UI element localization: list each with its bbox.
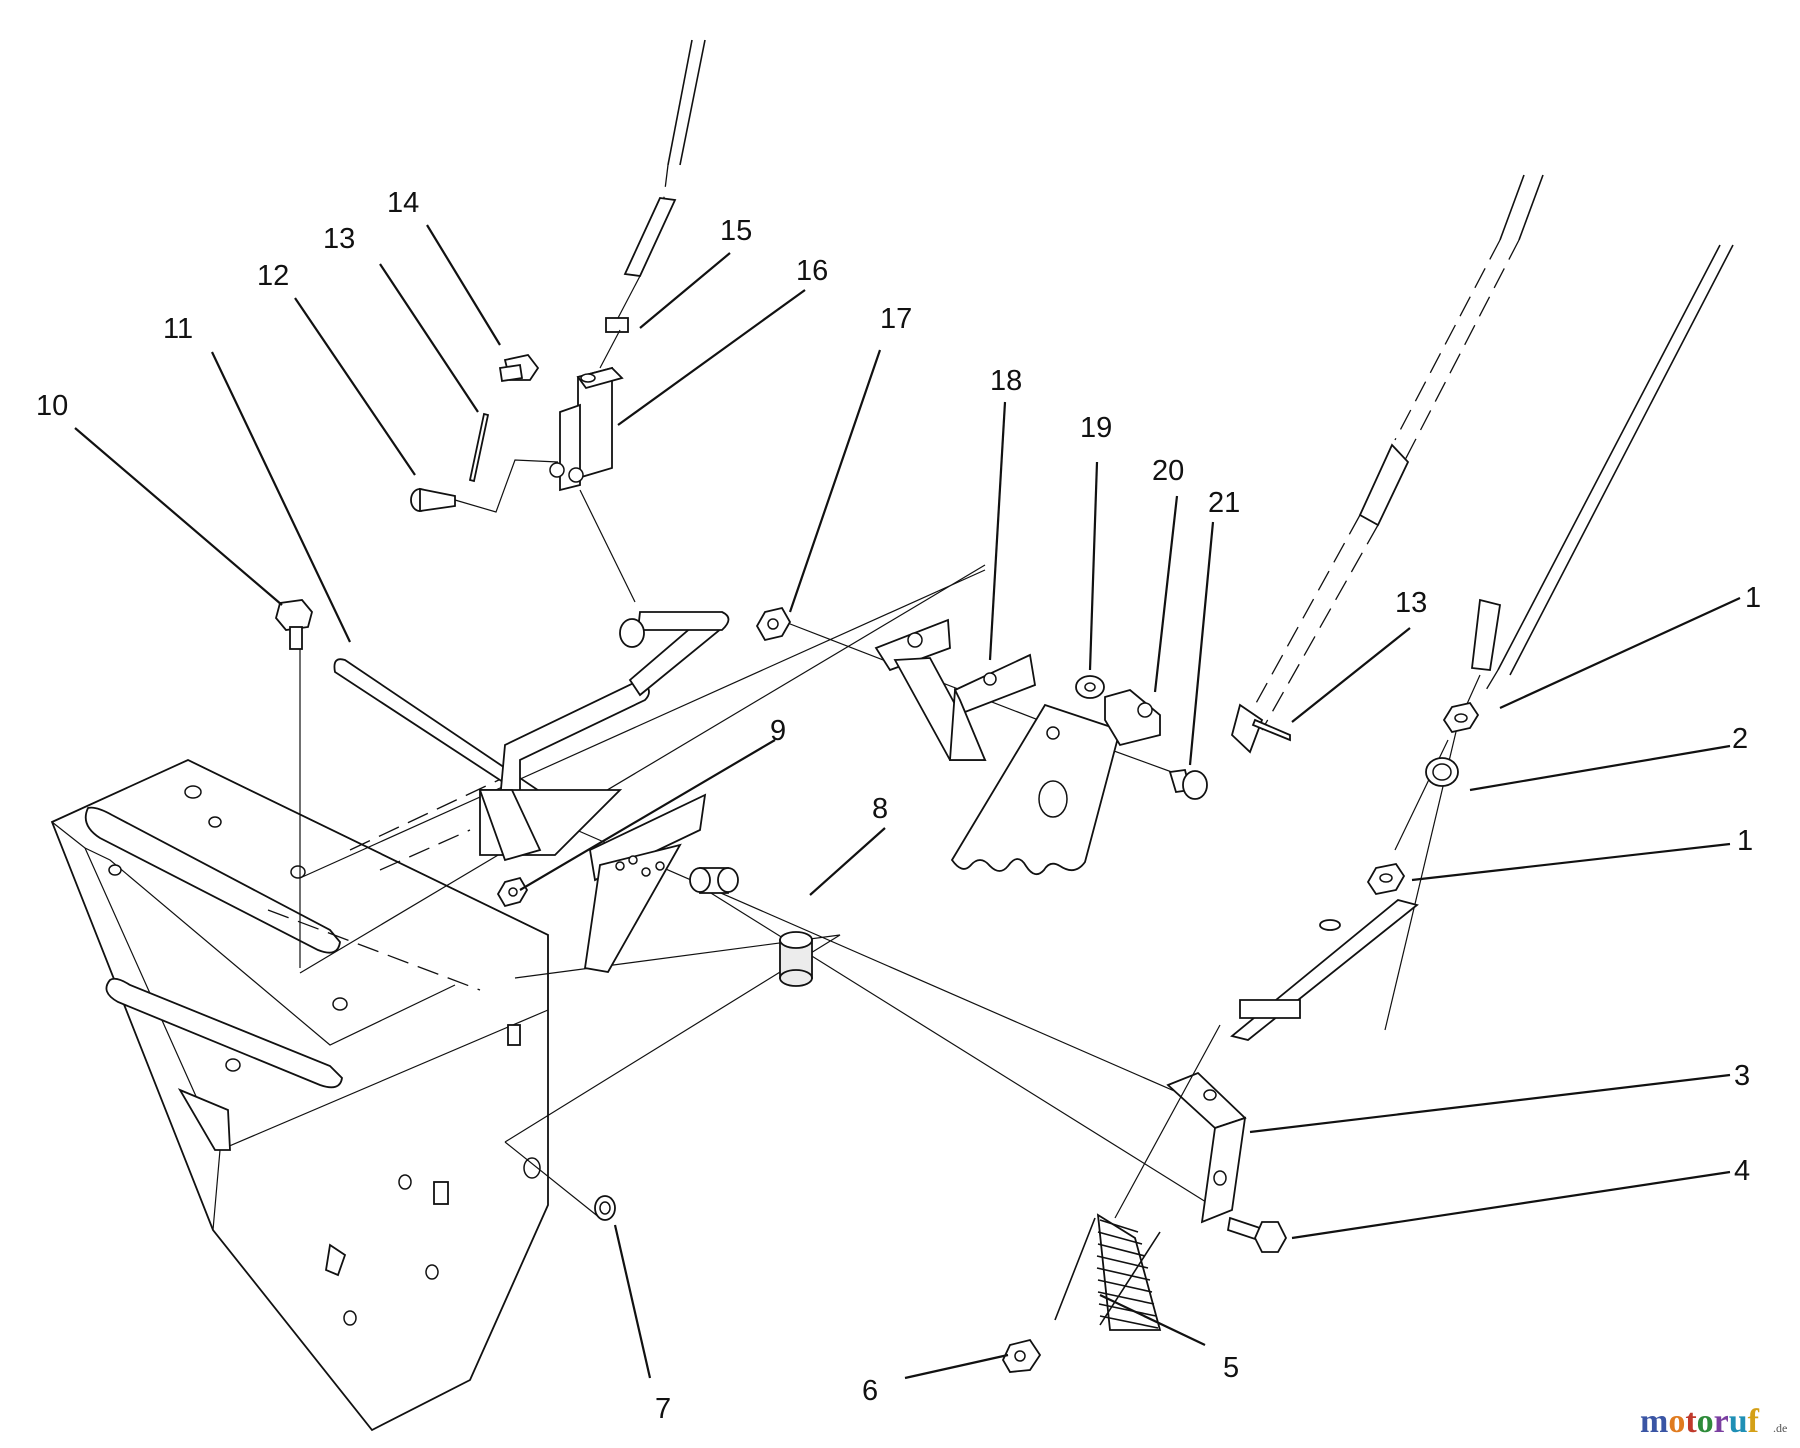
callout-4: 4 — [1734, 1155, 1750, 1187]
logo-letter-t: t — [1685, 1403, 1697, 1440]
callout-13a: 13 — [323, 223, 355, 255]
logo-letter-f: f — [1748, 1403, 1760, 1440]
nut-9 — [496, 876, 529, 908]
svg-text:motoruf: motoruf — [1640, 1403, 1760, 1440]
callout-6: 6 — [862, 1375, 878, 1407]
callout-19: 19 — [1080, 412, 1112, 444]
pin-12 — [410, 487, 456, 513]
grommet-2 — [1425, 757, 1459, 787]
logo-letter-u: u — [1729, 1403, 1748, 1440]
callout-2: 2 — [1732, 723, 1748, 755]
cotter-pin-13 — [468, 412, 490, 483]
nut-1-lower — [1366, 862, 1406, 896]
nut-15 — [605, 317, 629, 333]
callout-leaders — [74, 224, 1741, 1380]
callout-16: 16 — [796, 255, 828, 287]
callout-7: 7 — [655, 1393, 671, 1425]
control-cable-upper — [599, 39, 706, 369]
callout-1b: 1 — [1737, 825, 1753, 857]
control-cable-right — [1230, 244, 1734, 1041]
rod-clip — [1319, 919, 1341, 931]
spring-5 — [1054, 1024, 1221, 1331]
cotter-pin-13-right — [1251, 718, 1291, 742]
detent-plate-20 — [950, 689, 1161, 876]
bushing-21 — [1168, 769, 1208, 800]
frame-panel — [50, 759, 549, 1432]
callout-8: 8 — [872, 793, 888, 825]
callout-13b: 13 — [1395, 587, 1427, 619]
callout-18: 18 — [990, 365, 1022, 397]
callout-9: 9 — [770, 715, 786, 747]
logo-letter-o1: o — [1668, 1403, 1685, 1440]
callout-numbers: 1 2 1 3 4 5 6 7 8 9 10 11 12 13 14 15 16… — [36, 187, 1761, 1425]
callout-14: 14 — [387, 187, 419, 219]
logo-letter-r: r — [1714, 1403, 1729, 1440]
callout-3: 3 — [1734, 1060, 1750, 1092]
callout-21: 21 — [1208, 487, 1240, 519]
callout-5: 5 — [1223, 1352, 1239, 1384]
bracket-18 — [874, 618, 1037, 761]
bracket-3 — [1166, 1071, 1247, 1224]
callout-1a: 1 — [1745, 582, 1761, 614]
motoruf-logo: motoruf .de — [1640, 1403, 1787, 1440]
logo-suffix: .de — [1773, 1421, 1787, 1435]
pivot-bracket — [478, 789, 707, 973]
bushing — [689, 867, 813, 987]
callout-17: 17 — [880, 303, 912, 335]
bolt-4 — [1226, 1216, 1288, 1253]
bolt-10 — [275, 599, 313, 650]
callout-10: 10 — [36, 390, 68, 422]
nut-1-upper — [1442, 701, 1480, 734]
upper-clevis — [549, 366, 624, 492]
nut-17 — [755, 606, 792, 642]
callout-20: 20 — [1152, 455, 1184, 487]
callout-11: 11 — [163, 313, 193, 345]
logo-letter-m: m — [1640, 1403, 1668, 1440]
control-rod-right — [1230, 174, 1544, 754]
clip-14 — [498, 353, 540, 383]
shift-rod — [333, 611, 730, 820]
callout-12: 12 — [257, 260, 289, 292]
logo-letter-o2: o — [1697, 1403, 1714, 1440]
callout-15: 15 — [720, 215, 752, 247]
nut-6 — [1001, 1338, 1042, 1373]
